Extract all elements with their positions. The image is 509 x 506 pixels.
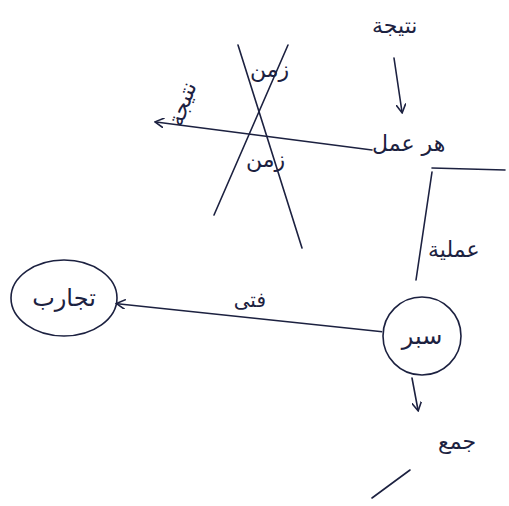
edge-label: فتى xyxy=(231,288,269,312)
handwritten-label: عملية xyxy=(428,238,480,262)
handwritten-label: هر عمل xyxy=(372,132,445,156)
handwritten-label: جمع xyxy=(438,430,476,454)
handwritten-label: نتيجة xyxy=(164,79,202,130)
circle-node: تجارب xyxy=(10,259,118,337)
handwritten-label: زمن xyxy=(250,58,289,82)
handwritten-label: زمن xyxy=(246,148,285,172)
handwritten-label: نتيجة xyxy=(372,14,417,38)
node-text: تجارب xyxy=(32,284,96,312)
circle-node: سبر xyxy=(382,296,462,376)
node-text: سبر xyxy=(402,322,443,350)
